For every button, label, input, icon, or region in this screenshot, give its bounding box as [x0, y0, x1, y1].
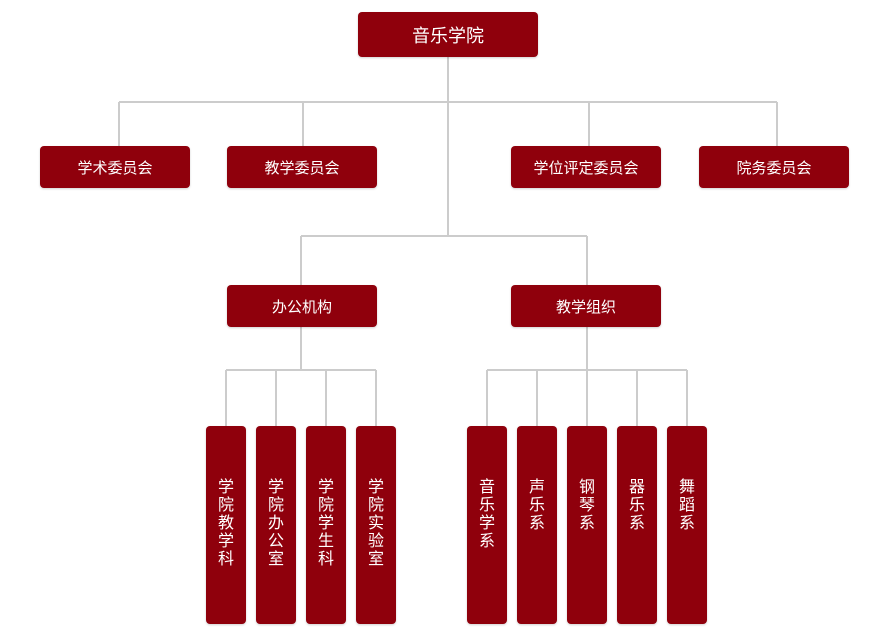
office-unit-label: 学院办公室	[268, 477, 285, 568]
department-label: 钢琴系	[579, 477, 596, 532]
committee-node-degree: 学位评定委员会	[511, 146, 661, 188]
office-unit-student-section: 学院学生科	[306, 426, 346, 624]
committee-node-teaching: 教学委员会	[227, 146, 377, 188]
department-dance: 舞蹈系	[667, 426, 707, 624]
committee-node-affairs: 院务委员会	[699, 146, 849, 188]
department-label: 器乐系	[629, 477, 646, 532]
branch-node-teaching-org: 教学组织	[511, 285, 661, 327]
office-unit-teaching-section: 学院教学科	[206, 426, 246, 624]
office-unit-office: 学院办公室	[256, 426, 296, 624]
office-unit-laboratory: 学院实验室	[356, 426, 396, 624]
branch-node-office: 办公机构	[227, 285, 377, 327]
department-label: 音乐学系	[479, 477, 496, 550]
department-label: 舞蹈系	[679, 477, 696, 532]
office-unit-label: 学院学生科	[318, 477, 335, 568]
department-piano: 钢琴系	[567, 426, 607, 624]
office-unit-label: 学院实验室	[368, 477, 385, 568]
office-unit-label: 学院教学科	[218, 477, 235, 568]
department-label: 声乐系	[529, 477, 546, 532]
department-musicology: 音乐学系	[467, 426, 507, 624]
committee-node-academic: 学术委员会	[40, 146, 190, 188]
department-instrumental: 器乐系	[617, 426, 657, 624]
department-vocal: 声乐系	[517, 426, 557, 624]
root-node: 音乐学院	[358, 12, 538, 57]
